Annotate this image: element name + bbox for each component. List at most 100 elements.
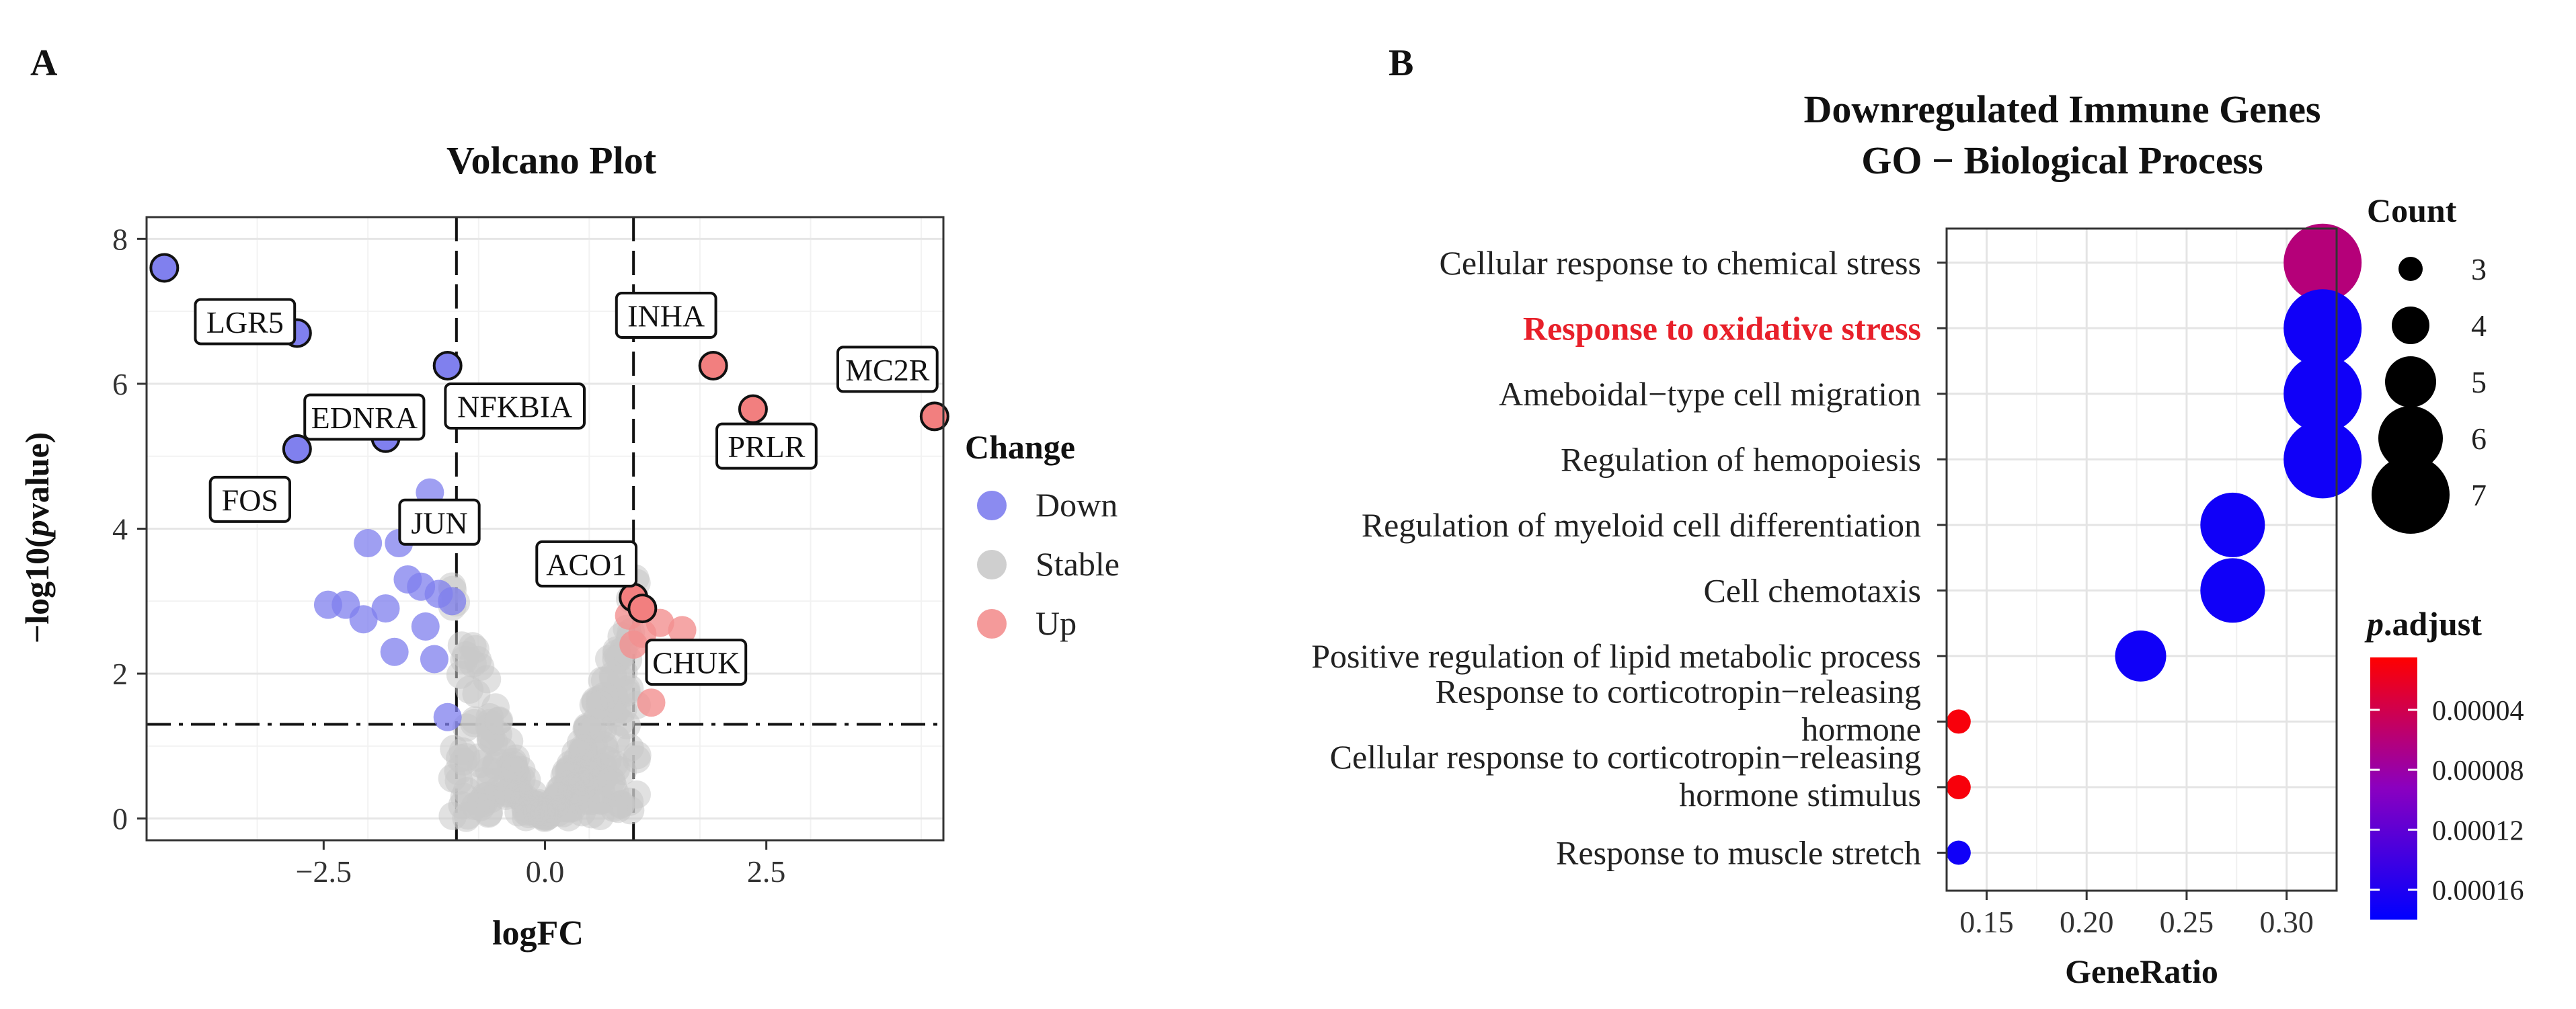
go-title-line-2: GO − Biological Process bbox=[1861, 138, 2263, 182]
count-legend-title: Count bbox=[2367, 192, 2457, 229]
go-term-label: Response to oxidative stress bbox=[1523, 309, 1921, 347]
gene-label-text: PRLR bbox=[728, 430, 805, 464]
stable-point bbox=[446, 743, 475, 772]
gene-label-aco1: ACO1 bbox=[535, 540, 638, 588]
go-term-label: Ameboidal−type cell migration bbox=[1499, 375, 1921, 413]
go-dots bbox=[1946, 223, 2362, 865]
gene-label-box bbox=[194, 298, 297, 346]
panel-label-b: B bbox=[1389, 42, 1413, 84]
down-point bbox=[438, 587, 467, 616]
count-legend-dot bbox=[2392, 307, 2429, 344]
go-panel-bg bbox=[1947, 229, 2337, 891]
gene-label-box bbox=[645, 639, 748, 686]
gene-label-box bbox=[615, 291, 717, 339]
count-legend-label: 3 bbox=[2471, 252, 2487, 286]
stable-point bbox=[600, 684, 629, 713]
gene-label-ednra: EDNRA bbox=[303, 393, 426, 441]
gene-label-text: JUN bbox=[411, 506, 467, 540]
gene-label-box bbox=[303, 393, 426, 441]
volcano-x-tick-label: 2.5 bbox=[747, 854, 786, 889]
go-title-line-1: Downregulated Immune Genes bbox=[1803, 87, 2320, 131]
go-dot bbox=[1946, 840, 1971, 865]
gene-label-nfkbia: NFKBIA bbox=[444, 382, 586, 430]
stable-point bbox=[500, 757, 529, 786]
down-point bbox=[411, 612, 440, 641]
stable-point bbox=[598, 770, 627, 799]
volcano-y-tick-label: 0 bbox=[112, 802, 128, 836]
stable-point bbox=[467, 793, 496, 821]
gene-label-box bbox=[535, 540, 638, 588]
change-legend-label: Stable bbox=[1036, 545, 1120, 583]
gene-label-prlr: PRLR bbox=[715, 422, 818, 470]
padjust-colorbar bbox=[2370, 657, 2417, 920]
volcano-x-label: logFC bbox=[492, 914, 584, 953]
gene-label-box bbox=[208, 475, 291, 523]
go-dot bbox=[1946, 709, 1971, 734]
gene-label-box bbox=[444, 382, 586, 430]
volcano-y-tick-label: 8 bbox=[112, 222, 128, 256]
volcano-title: Volcano Plot bbox=[446, 138, 657, 182]
change-legend-swatch bbox=[977, 550, 1007, 579]
gene-label-text: MC2R bbox=[845, 353, 930, 387]
go-x-label: GeneRatio bbox=[2065, 953, 2218, 990]
gene-label-box bbox=[398, 498, 481, 546]
go-axes: Cellular response to chemical stressResp… bbox=[1311, 244, 2314, 939]
padjust-tick-label: 0.00008 bbox=[2432, 756, 2524, 786]
volcano-y-tick-label: 2 bbox=[112, 657, 128, 691]
volcano-x-tick-label: 0.0 bbox=[526, 854, 565, 889]
go-dot bbox=[2115, 630, 2167, 682]
padjust-legend-title: p.adjust bbox=[2364, 605, 2482, 643]
change-legend-title: Change bbox=[965, 428, 1075, 466]
go-term-label: Cellular response to chemical stress bbox=[1440, 244, 1921, 282]
panel-label-a: A bbox=[30, 42, 58, 84]
stable-point bbox=[586, 802, 615, 831]
stable-point bbox=[622, 745, 651, 774]
go-dot bbox=[2200, 492, 2265, 557]
gene-label-text: CHUK bbox=[652, 646, 740, 680]
go-dot bbox=[2284, 223, 2362, 302]
gene-label-mc2r: MC2R bbox=[836, 346, 939, 393]
volcano-y-label: −log10(pvalue) bbox=[18, 432, 56, 644]
down-point bbox=[433, 702, 462, 731]
up-point bbox=[668, 616, 697, 645]
volcano-y-tick-label: 4 bbox=[112, 512, 128, 547]
gene-label-box bbox=[715, 422, 818, 470]
go-dot bbox=[2284, 420, 2362, 499]
padjust-tick-label: 0.00016 bbox=[2432, 875, 2524, 906]
go-panel-border bbox=[1945, 227, 2338, 892]
stable-point bbox=[589, 731, 618, 760]
change-legend-swatch bbox=[977, 491, 1007, 520]
volcano-x-tick-label: −2.5 bbox=[296, 854, 352, 889]
go-term-label: hormone bbox=[1801, 710, 1921, 748]
gene-label-inha: INHA bbox=[615, 291, 717, 339]
go-x-tick-label: 0.25 bbox=[2160, 905, 2214, 939]
gene-label-text: ACO1 bbox=[546, 547, 627, 581]
gene-label-text: INHA bbox=[627, 299, 705, 333]
stable-point bbox=[476, 725, 505, 754]
volcano-points bbox=[149, 253, 949, 832]
count-legend-dot bbox=[2398, 257, 2423, 281]
go-x-tick-label: 0.20 bbox=[2060, 905, 2114, 939]
volcano-y-tick-label: 6 bbox=[112, 367, 128, 401]
gene-label-text: LGR5 bbox=[206, 305, 284, 339]
labeled-gene-point bbox=[698, 350, 728, 380]
gene-label-text: EDNRA bbox=[311, 401, 418, 435]
down-point bbox=[407, 572, 436, 601]
up-point bbox=[637, 688, 666, 717]
down-point bbox=[354, 529, 383, 558]
gene-label-jun: JUN bbox=[398, 498, 481, 546]
go-term-label: Cellular response to corticotropin−relea… bbox=[1330, 738, 1921, 776]
gene-label-chuk: CHUK bbox=[645, 639, 748, 686]
go-term-label: Positive regulation of lipid metabolic p… bbox=[1311, 637, 1921, 675]
go-term-label: Regulation of myeloid cell differentiati… bbox=[1362, 506, 1921, 544]
change-legend-label: Down bbox=[1036, 486, 1118, 524]
labeled-gene-point bbox=[282, 434, 312, 464]
count-legend-label: 5 bbox=[2471, 365, 2487, 399]
labeled-gene-point bbox=[149, 253, 180, 283]
down-point bbox=[420, 645, 448, 674]
down-point bbox=[371, 594, 400, 623]
